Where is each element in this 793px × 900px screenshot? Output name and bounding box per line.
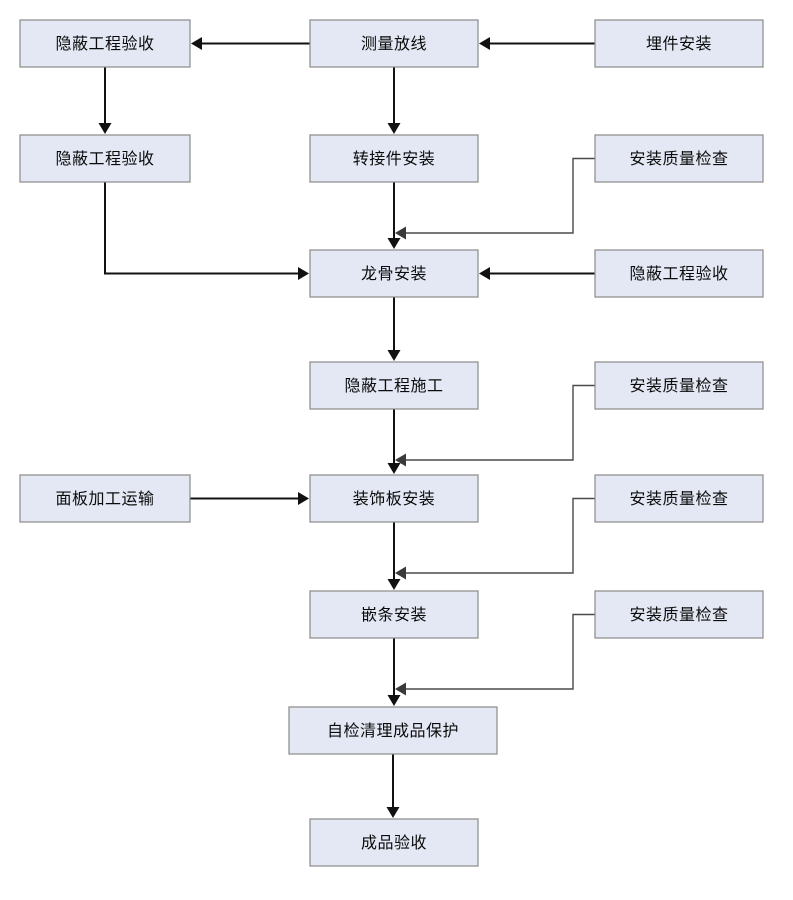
node-box (594, 590, 764, 639)
node-label: 测量放线 (361, 34, 427, 53)
node-box (19, 134, 191, 183)
node-n9[interactable]: 隐蔽工程施工 (309, 361, 479, 410)
node-n16[interactable]: 自检清理成品保护 (288, 706, 498, 755)
node-label: 嵌条安装 (361, 605, 427, 624)
node-label: 龙骨安装 (361, 264, 427, 283)
connector-e3 (98, 67, 112, 134)
connector-e12 (190, 492, 309, 505)
connector-e6 (387, 182, 401, 249)
node-n7[interactable]: 龙骨安装 (309, 249, 479, 298)
connector-e11 (387, 409, 401, 474)
node-n14[interactable]: 嵌条安装 (309, 590, 479, 639)
node-box (594, 19, 764, 68)
node-box (594, 474, 764, 523)
connector-e1 (479, 37, 595, 50)
node-box (309, 134, 479, 183)
node-box (594, 249, 764, 298)
nodes-layer: 隐蔽工程验收测量放线埋件安装隐蔽工程验收转接件安装安装质量检查龙骨安装隐蔽工程验… (19, 19, 764, 867)
node-box (19, 19, 191, 68)
connector-e15 (395, 613, 595, 696)
node-box (19, 474, 191, 523)
node-label: 成品验收 (361, 833, 427, 852)
connector-e13 (395, 497, 595, 580)
connector-e4 (387, 67, 401, 134)
connector-e8 (479, 267, 595, 280)
node-n12[interactable]: 装饰板安装 (309, 474, 479, 523)
node-label: 安装质量检查 (629, 376, 728, 395)
node-box (594, 134, 764, 183)
node-n2[interactable]: 测量放线 (309, 19, 479, 68)
connector-e16 (387, 638, 401, 706)
connector-e17 (386, 754, 400, 818)
node-n11[interactable]: 面板加工运输 (19, 474, 191, 523)
node-n15[interactable]: 安装质量检查 (594, 590, 764, 639)
node-label: 安装质量检查 (629, 489, 728, 508)
connector-e2 (191, 37, 310, 50)
connector-e14 (387, 522, 401, 590)
node-n13[interactable]: 安装质量检查 (594, 474, 764, 523)
node-n8[interactable]: 隐蔽工程验收 (594, 249, 764, 298)
connector-e9 (387, 297, 401, 361)
node-n3[interactable]: 埋件安装 (594, 19, 764, 68)
connector-e7 (104, 182, 309, 280)
connector-e5 (395, 157, 595, 240)
node-n5[interactable]: 转接件安装 (309, 134, 479, 183)
node-box (288, 706, 498, 755)
node-n10[interactable]: 安装质量检查 (594, 361, 764, 410)
node-label: 安装质量检查 (629, 605, 728, 624)
node-label: 隐蔽工程施工 (344, 376, 443, 395)
node-label: 隐蔽工程验收 (55, 149, 154, 168)
node-label: 隐蔽工程验收 (55, 34, 154, 53)
edges-layer (98, 37, 595, 818)
node-n1[interactable]: 隐蔽工程验收 (19, 19, 191, 68)
node-box (309, 19, 479, 68)
node-box (309, 590, 479, 639)
node-label: 隐蔽工程验收 (629, 264, 728, 283)
node-label: 装饰板安装 (353, 489, 436, 508)
node-label: 埋件安装 (646, 34, 712, 53)
node-label: 转接件安装 (353, 149, 436, 168)
node-label: 安装质量检查 (629, 149, 728, 168)
node-n6[interactable]: 安装质量检查 (594, 134, 764, 183)
node-box (309, 474, 479, 523)
node-n4[interactable]: 隐蔽工程验收 (19, 134, 191, 183)
node-box (309, 818, 479, 867)
node-label: 自检清理成品保护 (327, 721, 459, 740)
node-box (594, 361, 764, 410)
node-label: 面板加工运输 (55, 489, 154, 508)
node-box (309, 249, 479, 298)
connector-e10 (395, 384, 595, 467)
node-box (309, 361, 479, 410)
node-n17[interactable]: 成品验收 (309, 818, 479, 867)
